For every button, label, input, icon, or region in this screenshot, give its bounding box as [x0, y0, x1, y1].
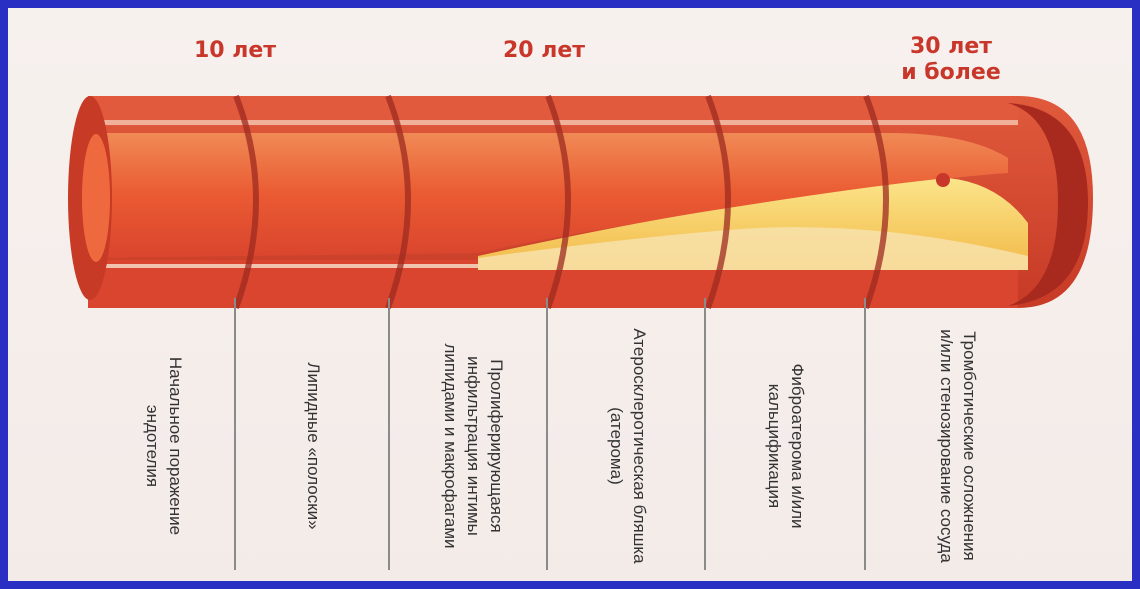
stage-divider [546, 298, 548, 570]
age-label-20: 20 лет [474, 38, 614, 64]
stage-divider [704, 298, 706, 570]
stage-label-1: Начальное поражение эндотелия [124, 326, 204, 566]
stage-label-4: Атеросклеротическая бляшка (атерома) [588, 326, 668, 566]
stage-divider [234, 298, 236, 570]
age-label-10: 10 лет [170, 38, 300, 64]
stage-label-6: Тромботические осложнения и/или стенозир… [918, 326, 998, 566]
stage-label-5: Фиброатерома и/или кальцификация [746, 326, 826, 566]
age-label-30-line1: 30 лет [910, 34, 992, 59]
age-label-30-line2: и более [901, 60, 1001, 85]
stage-divider [864, 298, 866, 570]
stage-label-3: Пролиферирующаяся инфильтрация интимы ли… [434, 326, 514, 566]
age-label-30: 30 лет и более [876, 34, 1026, 86]
diagram-panel: 10 лет 20 лет 30 лет и более Начальное п… [8, 8, 1132, 581]
stage-label-2: Липидные «полоски» [274, 326, 354, 566]
thrombus [936, 173, 950, 187]
stage-divider [388, 298, 390, 570]
